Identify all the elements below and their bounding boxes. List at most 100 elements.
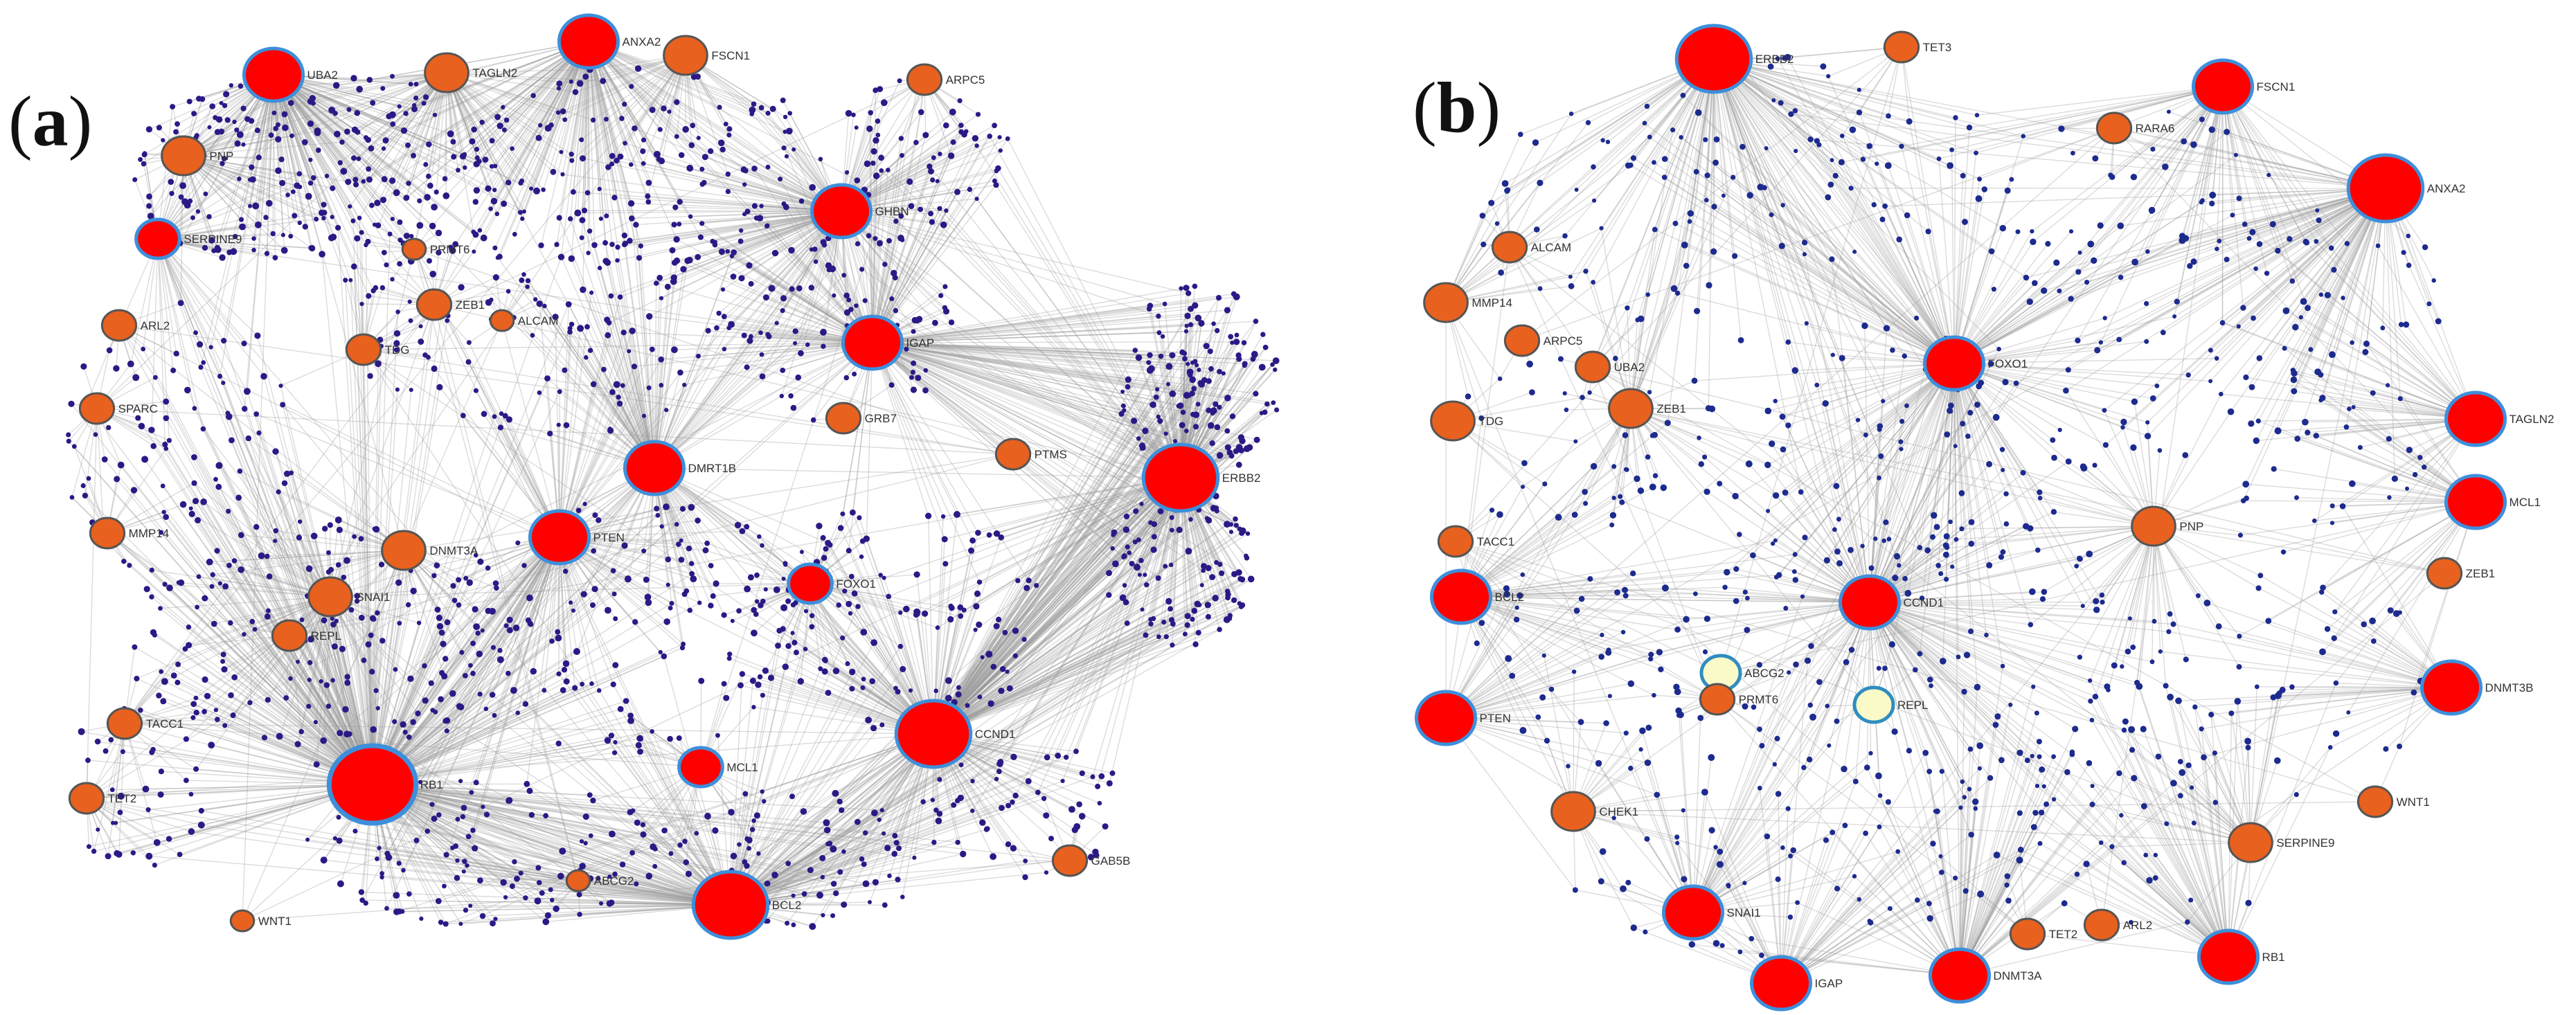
minor-node bbox=[367, 372, 373, 379]
minor-node bbox=[1143, 632, 1149, 638]
network-edge bbox=[527, 286, 655, 469]
minor-node bbox=[671, 346, 678, 354]
minor-node bbox=[798, 350, 804, 357]
minor-node bbox=[866, 125, 873, 132]
network-edge bbox=[368, 72, 447, 180]
minor-node bbox=[957, 98, 963, 104]
network-edge bbox=[700, 237, 873, 343]
minor-node bbox=[571, 608, 575, 613]
minor-node bbox=[574, 209, 582, 217]
network-edge bbox=[467, 361, 560, 538]
minor-node bbox=[974, 143, 979, 148]
minor-node bbox=[818, 156, 823, 162]
network-edge bbox=[619, 296, 655, 469]
minor-node bbox=[560, 108, 566, 115]
minor-node bbox=[397, 104, 402, 109]
minor-node bbox=[521, 272, 526, 277]
network-edge bbox=[313, 72, 447, 104]
network-edge bbox=[668, 210, 842, 287]
network-edge bbox=[273, 74, 437, 192]
minor-node bbox=[473, 388, 479, 393]
minor-node bbox=[753, 215, 760, 221]
minor-node bbox=[204, 692, 211, 699]
minor-node bbox=[1125, 544, 1130, 550]
minor-node bbox=[366, 77, 373, 83]
minor-node bbox=[584, 324, 590, 330]
minor-node bbox=[601, 366, 607, 372]
minor-node bbox=[397, 237, 403, 243]
minor-node bbox=[1258, 363, 1266, 371]
network-edge bbox=[611, 210, 842, 297]
minor-node bbox=[769, 105, 776, 112]
network-edge bbox=[343, 72, 447, 172]
minor-node bbox=[1233, 523, 1239, 528]
minor-node bbox=[226, 562, 232, 568]
network-edge bbox=[872, 342, 1152, 370]
minor-node bbox=[1120, 403, 1126, 408]
minor-node bbox=[780, 295, 787, 302]
minor-node bbox=[582, 73, 589, 80]
network-edge bbox=[632, 210, 842, 219]
network-edge bbox=[273, 74, 323, 255]
minor-node bbox=[944, 208, 949, 213]
network-edge bbox=[872, 111, 922, 343]
minor-node bbox=[698, 677, 705, 684]
minor-node bbox=[472, 249, 476, 254]
minor-node bbox=[334, 130, 341, 138]
minor-node bbox=[580, 155, 586, 162]
minor-node bbox=[942, 284, 948, 289]
minor-node bbox=[503, 623, 509, 629]
minor-node bbox=[351, 155, 357, 161]
minor-node bbox=[1195, 629, 1201, 636]
minor-node bbox=[1188, 305, 1194, 312]
network-edge bbox=[872, 184, 997, 343]
minor-node bbox=[1189, 376, 1196, 384]
minor-node bbox=[409, 233, 414, 239]
minor-node bbox=[485, 299, 492, 306]
minor-node bbox=[1120, 389, 1125, 394]
minor-node bbox=[922, 132, 929, 138]
minor-node bbox=[658, 356, 664, 363]
minor-node bbox=[759, 352, 764, 357]
minor-node bbox=[314, 127, 321, 135]
minor-node bbox=[809, 183, 816, 191]
minor-node bbox=[597, 186, 602, 191]
minor-node bbox=[1125, 376, 1132, 383]
network-edge bbox=[446, 72, 525, 212]
network-edge bbox=[610, 296, 655, 469]
minor-node bbox=[518, 180, 524, 186]
minor-node bbox=[748, 280, 754, 287]
network-edge bbox=[588, 41, 781, 180]
network-edge bbox=[872, 125, 962, 343]
minor-node bbox=[307, 660, 313, 665]
minor-node bbox=[196, 96, 202, 102]
minor-node bbox=[762, 667, 769, 674]
minor-node bbox=[1190, 616, 1195, 622]
minor-node bbox=[438, 629, 445, 636]
minor-node bbox=[918, 206, 923, 213]
minor-node bbox=[517, 210, 523, 215]
minor-node bbox=[975, 111, 981, 117]
network-edge bbox=[183, 155, 325, 213]
network-edge bbox=[446, 72, 521, 183]
minor-node bbox=[390, 217, 395, 222]
minor-node bbox=[1156, 313, 1161, 319]
network-edge bbox=[273, 74, 355, 267]
network-edge bbox=[933, 430, 1146, 735]
network-edge bbox=[872, 90, 877, 343]
minor-node bbox=[1176, 526, 1183, 534]
minor-node bbox=[613, 381, 620, 388]
minor-node bbox=[492, 274, 499, 281]
network-edge bbox=[654, 233, 833, 469]
network-edge bbox=[359, 217, 373, 785]
minor-node bbox=[1162, 301, 1168, 307]
network-edge bbox=[684, 342, 873, 386]
minor-node bbox=[493, 163, 498, 168]
network-edge bbox=[861, 269, 1181, 478]
minor-node bbox=[886, 168, 891, 172]
minor-node bbox=[503, 117, 510, 123]
minor-node bbox=[897, 234, 904, 242]
minor-node bbox=[1195, 402, 1201, 407]
minor-node bbox=[923, 368, 929, 373]
minor-node bbox=[431, 573, 437, 579]
